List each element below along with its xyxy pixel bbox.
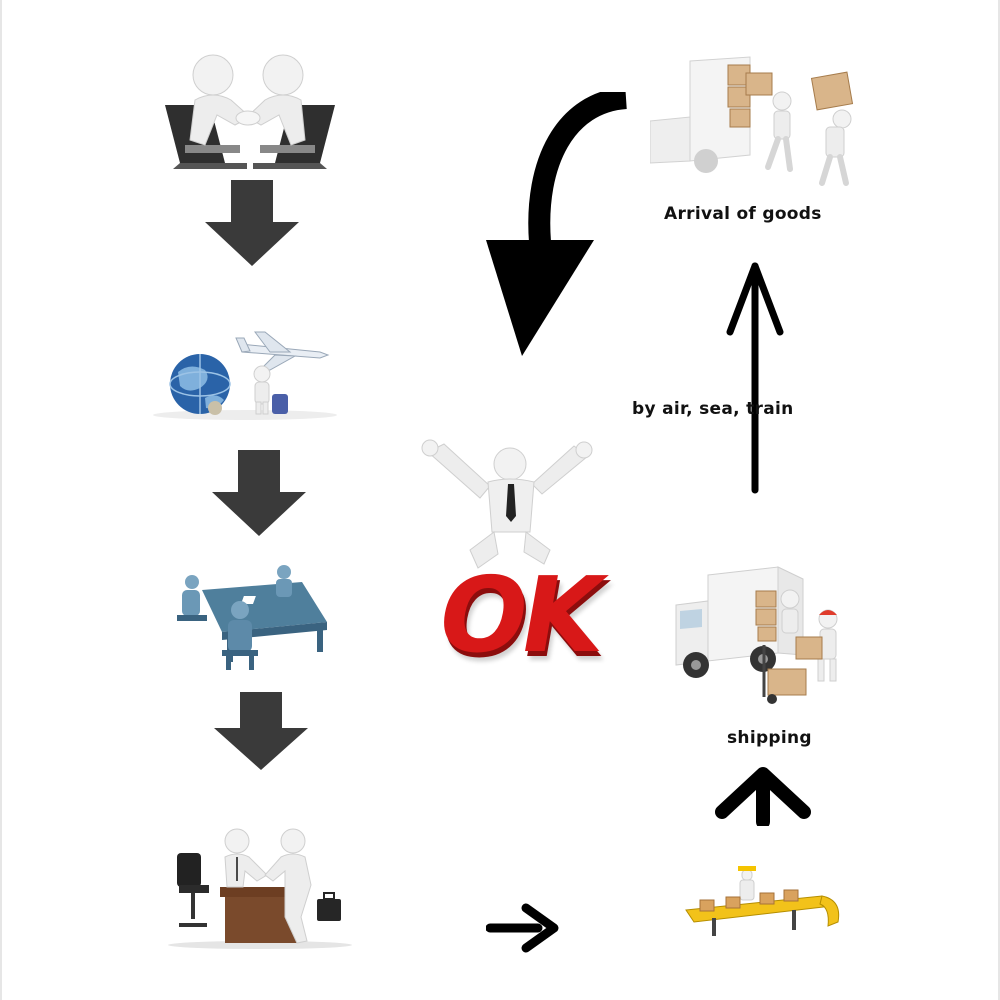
arrival-label: Arrival of goods — [664, 204, 822, 224]
delivery-truck-icon — [675, 566, 838, 704]
step-shipping — [668, 565, 848, 705]
office-handshake-icon — [168, 828, 352, 949]
up-arrow-short — [715, 767, 811, 826]
transport-modes-label: by air, sea, train — [632, 399, 794, 419]
curved-arrow — [486, 92, 628, 356]
conference-table-icon — [177, 565, 327, 670]
ok-celebration-icon — [421, 439, 593, 569]
step-arrival — [650, 55, 865, 190]
handshake-laptop-icon — [165, 54, 335, 169]
step-production — [682, 860, 844, 938]
down-arrow-1 — [205, 180, 299, 266]
step-online-negotiation — [155, 45, 345, 175]
up-arrow-long — [726, 262, 784, 494]
right-border — [998, 0, 1000, 1000]
unloading-truck-icon — [650, 56, 854, 186]
down-arrow-3 — [214, 692, 308, 770]
step-sample-travel — [150, 322, 340, 422]
right-arrow — [486, 903, 559, 953]
step-meeting — [152, 560, 342, 672]
completion-ok: OK — [400, 432, 636, 682]
ok-text: OK — [428, 554, 608, 676]
down-arrow-2 — [212, 450, 306, 536]
globe-airplane-icon — [153, 331, 337, 420]
shipping-label: shipping — [727, 728, 812, 748]
step-contract-signing — [165, 825, 355, 950]
left-border — [0, 0, 2, 1000]
conveyor-belt-icon — [685, 866, 840, 936]
